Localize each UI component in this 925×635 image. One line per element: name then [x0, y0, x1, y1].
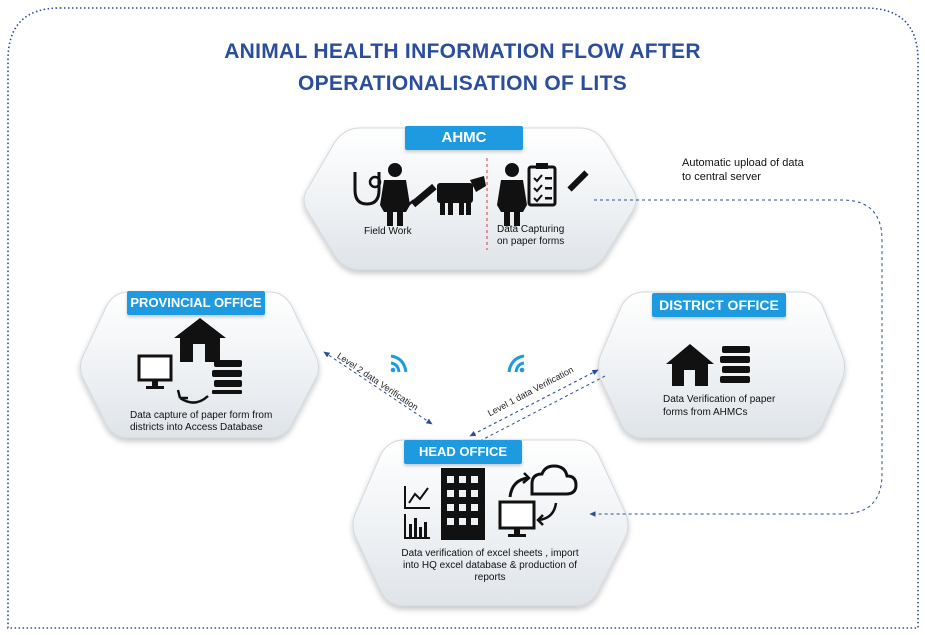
head-office-badge: HEAD OFFICE — [404, 440, 522, 464]
level1-connector-a — [469, 369, 599, 437]
head-office-caption-3: reports — [474, 572, 506, 583]
cow-icon — [437, 176, 486, 215]
outer-frame — [7, 7, 919, 629]
provincial-badge: PROVINCIAL OFFICE — [127, 291, 265, 315]
wifi-icon — [507, 354, 525, 373]
provincial-caption-2: districts into Access Database — [130, 422, 263, 433]
books-icon — [720, 346, 750, 383]
house-icon — [666, 344, 714, 386]
data-capturing-caption-2: on paper forms — [497, 236, 565, 247]
head-office-caption-1: Data verification of excel sheets , impo… — [401, 548, 579, 559]
level2-label: Level 2 data Verification — [335, 351, 420, 413]
upload-note-line1: Automatic upload of data — [682, 157, 804, 169]
monitor-icon — [498, 500, 536, 537]
wifi-icon — [390, 354, 408, 373]
house-icon — [174, 318, 226, 362]
curved-arrow-icon — [176, 389, 209, 404]
syringe-icon — [403, 183, 437, 210]
data-capturing-caption-1: Data Capturing — [497, 224, 565, 235]
cloud-sync-icon — [508, 464, 578, 526]
head-office-hexagon — [352, 439, 629, 607]
district-hexagon — [598, 291, 845, 439]
clipboard-icon — [527, 163, 557, 207]
office-building-icon — [441, 468, 485, 540]
district-caption-1: Data Verification of paper — [663, 394, 776, 405]
doctor-icon — [497, 163, 527, 226]
upload-connector — [589, 199, 883, 517]
field-work-caption: Field Work — [364, 226, 412, 237]
provincial-hexagon — [80, 291, 319, 439]
district-caption-2: forms from AHMCs — [663, 407, 748, 418]
level2-connector — [323, 351, 433, 425]
page-title-line2: OPERATIONALISATION OF LITS — [297, 72, 627, 95]
pencil-icon — [567, 170, 589, 192]
page-title-line1: ANIMAL HEALTH INFORMATION FLOW AFTER — [224, 40, 701, 63]
ahmc-badge: AHMC — [405, 126, 523, 150]
monitor-icon — [137, 354, 173, 389]
doctor-icon — [380, 163, 410, 226]
district-badge: DISTRICT OFFICE — [652, 293, 786, 317]
head-office-caption-2: into HQ excel database & production of — [403, 560, 577, 571]
level1-label: Level 1 data Verification — [486, 365, 575, 419]
books-icon — [212, 360, 242, 394]
stethoscope-icon — [353, 172, 382, 206]
provincial-caption-1: Data capture of paper form from — [130, 410, 273, 421]
upload-note-line2: to central server — [682, 171, 761, 183]
chart-icon — [404, 486, 430, 539]
